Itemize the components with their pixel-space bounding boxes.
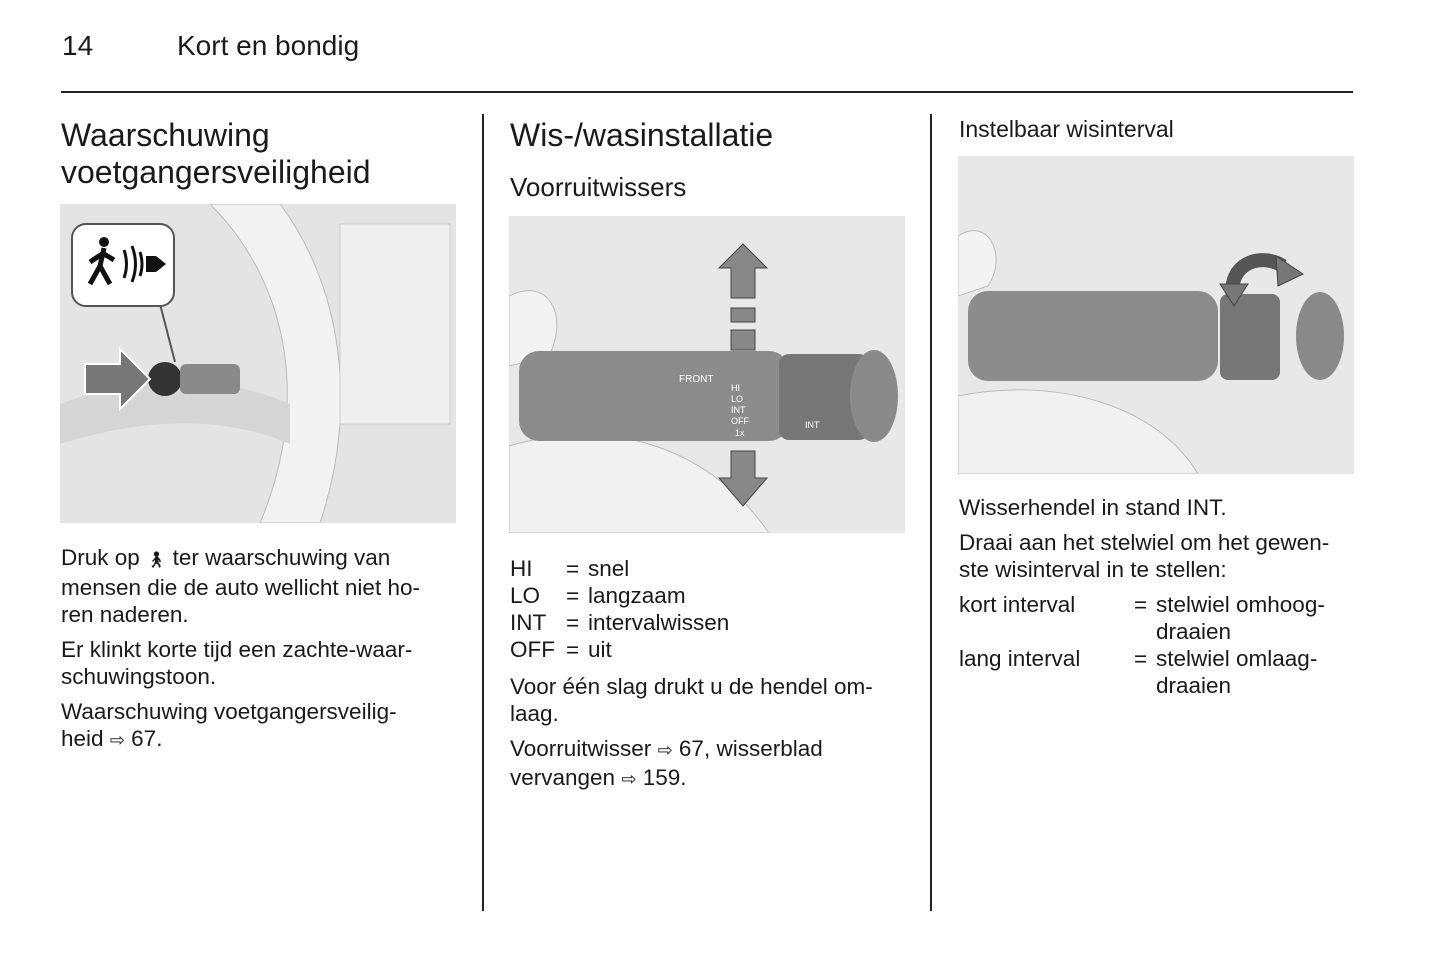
text: ter waarschuwing van <box>172 545 391 570</box>
column-divider <box>930 114 932 911</box>
figure-label: FRONT <box>679 374 713 385</box>
page-number: 14 <box>62 30 94 61</box>
legend-row: OFF=uit <box>510 637 612 662</box>
interval-wheel-figure <box>958 156 1354 474</box>
interval-row: kort interval=stelwiel omhoog-draaien <box>959 592 1325 644</box>
header-rule <box>61 91 1353 93</box>
figure-label: 1x <box>735 428 745 438</box>
section-heading: Wis-/wasinstallatie <box>510 117 774 153</box>
text: INT <box>1186 495 1221 520</box>
col1-body: Druk op 🚶︎ ter waarschuwing van mensen di… <box>61 544 461 762</box>
reference-arrow-icon: ⇨ <box>657 740 673 760</box>
text: schuwingstoon. <box>61 664 217 689</box>
text: Waarschuwing voetgangersveilig- <box>61 699 397 724</box>
text: laag. <box>510 701 559 726</box>
pedestrian-warning-icon <box>71 223 175 307</box>
col3-body: Wisserhendel in stand INT. Draai aan het… <box>959 494 1359 699</box>
text: ren naderen. <box>61 602 189 627</box>
reference-arrow-icon: ⇨ <box>621 769 637 789</box>
figure-label: LO <box>731 394 743 404</box>
figure-label: INT <box>805 420 820 430</box>
text: Voorruitwisser <box>510 736 652 761</box>
text: Druk op <box>61 545 140 570</box>
running-title: Kort en bondig <box>177 30 360 61</box>
page-reference-link[interactable]: 67. <box>131 726 163 751</box>
text: Voor één slag drukt u de hendel om- <box>510 674 873 699</box>
subsection-heading: Instelbaar wisinterval <box>959 116 1174 142</box>
position-legend: HI=snel LO=langzaam INT=intervalwissen O… <box>510 555 910 663</box>
interval-row: lang interval=stelwiel omlaag-draaien <box>959 646 1318 698</box>
text: Wisserhendel in stand <box>959 495 1181 520</box>
figure-label: HI <box>731 383 740 393</box>
figure-label: OFF <box>731 416 749 426</box>
figure-label: INT <box>731 405 746 415</box>
col2-body: HI=snel LO=langzaam INT=intervalwissen O… <box>510 555 910 801</box>
text: Draai aan het stelwiel om het gewen- <box>959 530 1330 555</box>
text: Er klinkt korte tijd een zachte-waar- <box>61 637 413 662</box>
text: vervangen <box>510 765 616 790</box>
reference-arrow-icon: ⇨ <box>109 730 125 750</box>
pedestrian-warning-figure <box>60 204 456 523</box>
legend-row: LO=langzaam <box>510 583 686 608</box>
legend-row: INT=intervalwissen <box>510 610 730 635</box>
page-reference-link[interactable]: 67, wisserblad <box>678 736 823 761</box>
text: mensen die de auto wellicht niet ho- <box>61 575 420 600</box>
legend-row: HI=snel <box>510 556 630 581</box>
text: ste wisinterval in te stellen: <box>959 557 1227 582</box>
subsection-heading: Voorruitwissers <box>510 172 687 202</box>
text: heid <box>61 726 104 751</box>
column-divider <box>482 114 484 911</box>
heading-line: voetgangersveiligheid <box>61 154 371 190</box>
heading-line: Waarschuwing <box>61 117 270 153</box>
pedestrian-warning-icon: 🚶︎ <box>146 552 167 569</box>
wiper-lever-figure: FRONT HI LO INT OFF 1x INT <box>509 216 905 533</box>
page-reference-link[interactable]: 159. <box>642 765 687 790</box>
